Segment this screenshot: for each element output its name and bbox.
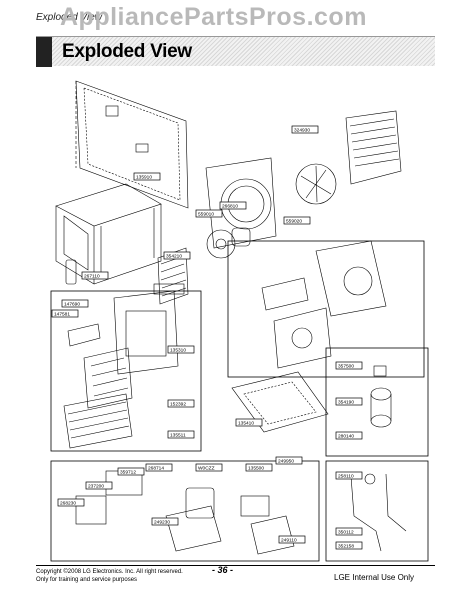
part-label-p25: 258110 bbox=[335, 471, 363, 480]
part-label-p4: 559010 bbox=[195, 209, 223, 218]
part-label-p1: 324930 bbox=[291, 125, 319, 134]
part-label-text: 359712 bbox=[120, 470, 136, 476]
part-label-p12: 135511 bbox=[167, 430, 195, 439]
part-label-text: 249230 bbox=[154, 520, 170, 526]
part-label-text: 559010 bbox=[198, 212, 214, 218]
part-label-p18: 268714 bbox=[145, 463, 173, 472]
part-label-p24: 249110 bbox=[278, 535, 306, 544]
part-label-p10: 135310 bbox=[167, 345, 195, 354]
part-label-p15: 354190 bbox=[335, 397, 363, 406]
part-label-text: 324930 bbox=[294, 128, 310, 134]
part-label-p3: 266810 bbox=[219, 201, 247, 210]
part-label-text: 280140 bbox=[338, 434, 354, 440]
part-label-p11: 152392 bbox=[167, 399, 195, 408]
part-label-p21: 249950 bbox=[275, 456, 303, 465]
part-label-p28: 249230 bbox=[151, 517, 179, 526]
page-title: Exploded View bbox=[62, 41, 192, 62]
part-label-p9: 147581 bbox=[51, 309, 79, 318]
footer-rule bbox=[36, 565, 435, 566]
part-label-text: 135410 bbox=[238, 421, 254, 427]
cabinet-top bbox=[55, 183, 162, 227]
part-label-p20: 135500 bbox=[245, 463, 273, 472]
part-label-text: 354210 bbox=[166, 254, 182, 260]
part-label-text: 249950 bbox=[278, 459, 294, 465]
part-label-text: 237200 bbox=[88, 484, 104, 490]
part-label-p23: 268230 bbox=[57, 498, 85, 507]
training-note: Only for training and service purposes bbox=[36, 577, 138, 583]
part-label-text: 559020 bbox=[286, 219, 302, 225]
tubing-box bbox=[325, 460, 429, 562]
part-label-p6: 354210 bbox=[163, 251, 191, 260]
running-head: Exploded View bbox=[36, 12, 102, 23]
part-label-text: 357500 bbox=[338, 364, 354, 370]
front-panel-box bbox=[50, 290, 202, 452]
motor bbox=[231, 227, 251, 247]
part-label-p22: 237200 bbox=[85, 481, 113, 490]
mounting-frame bbox=[75, 80, 189, 209]
part-label-text: 268230 bbox=[60, 501, 76, 507]
exploded-view-diagram: 324930 135910 266810 559010 559020 35421… bbox=[36, 76, 435, 566]
part-label-p17: 359712 bbox=[117, 467, 145, 476]
part-label-p14: 357500 bbox=[335, 361, 363, 370]
part-label-text: W0CZZ bbox=[198, 466, 215, 472]
part-label-p13: 135410 bbox=[235, 418, 263, 427]
fan-blade bbox=[295, 163, 337, 205]
part-label-text: 135310 bbox=[170, 348, 186, 354]
electrical-box bbox=[50, 460, 320, 562]
part-label-text: 354190 bbox=[338, 400, 354, 406]
condenser-coil bbox=[345, 110, 402, 185]
part-label-text: 258110 bbox=[338, 474, 354, 480]
part-label-text: 268714 bbox=[148, 466, 164, 472]
part-label-text: 147581 bbox=[54, 312, 70, 318]
part-label-text: 135511 bbox=[170, 433, 186, 439]
part-label-p16: 280140 bbox=[335, 431, 363, 440]
part-label-p2: 135910 bbox=[133, 172, 161, 181]
part-label-text: 350112 bbox=[338, 530, 354, 536]
footer-left: Copyright ©2008 LG Electronics. Inc. All… bbox=[36, 568, 183, 584]
title-bar: Exploded View bbox=[36, 36, 435, 67]
base-pan bbox=[231, 371, 329, 433]
part-label-text: 266810 bbox=[222, 204, 238, 210]
page-number: - 36 - bbox=[212, 565, 234, 575]
part-label-text: 135500 bbox=[248, 466, 264, 472]
blower-wheel bbox=[206, 229, 236, 259]
part-label-text: 147690 bbox=[64, 302, 80, 308]
remote-control bbox=[65, 259, 77, 285]
internal-use-note: LGE Internal Use Only bbox=[334, 573, 415, 582]
condenser-grille bbox=[157, 247, 189, 305]
diagram-canvas: 324930 135910 266810 559010 559020 35421… bbox=[50, 80, 429, 562]
control-board bbox=[75, 495, 107, 525]
part-label-p8: 147690 bbox=[61, 299, 89, 308]
part-label-text: 267110 bbox=[84, 274, 100, 280]
front-grille bbox=[113, 290, 179, 375]
watermark: AppliancePartsPros.com bbox=[60, 3, 367, 31]
part-label-p26: 350112 bbox=[335, 527, 363, 536]
title-accent bbox=[36, 37, 52, 67]
part-label-text: 135910 bbox=[136, 175, 152, 181]
part-label-text: 249110 bbox=[281, 538, 297, 544]
compressor-box bbox=[325, 347, 429, 457]
part-label-p27: 352158 bbox=[335, 541, 363, 550]
copyright-text: Copyright ©2008 LG Electronics. Inc. All… bbox=[36, 569, 183, 575]
part-label-text: 352158 bbox=[338, 544, 354, 550]
part-label-p5: 559020 bbox=[283, 216, 311, 225]
fan-shroud bbox=[205, 157, 277, 249]
part-label-p7: 267110 bbox=[81, 271, 109, 280]
part-label-p19: W0CZZ bbox=[195, 463, 223, 472]
part-label-text: 152392 bbox=[170, 402, 186, 408]
